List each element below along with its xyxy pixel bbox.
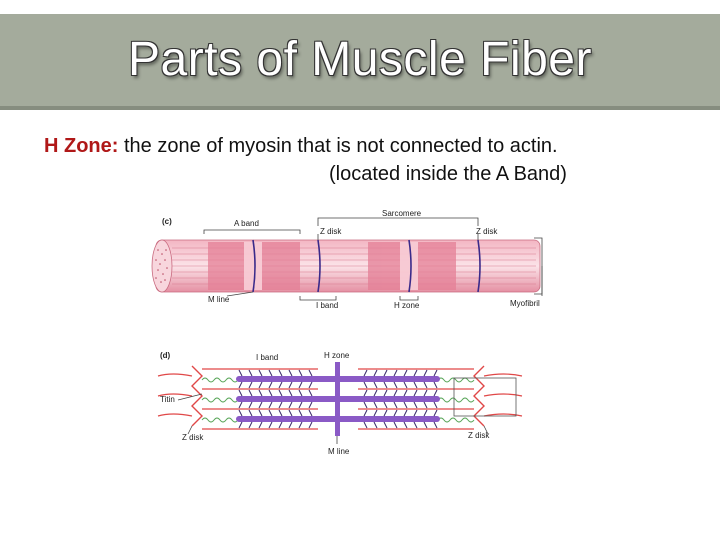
label-z-disk-right: Z disk [476,227,498,236]
m-line-2 [408,239,412,293]
figure-svg: (c) [151,209,543,456]
z-line-2 [477,239,481,293]
label-sarcomere: Sarcomere [382,209,422,218]
label-titin: Titin [160,395,175,404]
cylinder-end-cap [151,239,173,293]
label-z-disk-left: Z disk [320,227,342,236]
title-bar: Parts of Muscle Fiber [0,14,720,110]
location-note: (located inside the A Band) [329,163,567,185]
cap-dots [155,249,168,283]
panel-c-letter: (c) [162,217,172,226]
label-d-i-band: I band [256,353,278,362]
myosin-heads [238,369,438,429]
bottom-brackets [226,266,543,301]
label-a-band: A band [234,219,259,228]
label-i-band: I band [316,301,338,310]
titin-springs [201,377,475,423]
detail-box [453,377,517,417]
m-line-bar [335,362,340,436]
slide-title: Parts of Muscle Fiber [128,33,592,86]
definition-block: H Zone: the zone of myosin that is not c… [44,132,684,188]
band-lines [252,239,481,293]
label-h-zone: H zone [394,301,420,310]
muscle-fiber-figure: (c) [132,204,556,466]
panel-d: (d) I band H zone [157,351,523,456]
thin-filaments-outer [157,373,523,417]
panel-d-letter: (d) [160,351,171,360]
label-d-m-line: M line [328,447,350,456]
label-m-line: M line [208,295,230,304]
m-line-1 [252,239,256,293]
label-d-z-disk-left: Z disk [182,433,204,442]
z-line-1 [317,239,321,293]
label-d-h-zone: H zone [324,351,350,360]
label-myofibril: Myofibril [510,299,540,308]
panel-c: (c) [151,209,543,310]
label-d-z-disk-right: Z disk [468,431,490,440]
panel-d-pointers [177,393,489,435]
thin-filaments-inner [202,368,474,430]
h-zone-regions [244,242,418,290]
definition-text: the zone of myosin that is not connected… [118,135,558,157]
term-label: H Zone: [44,135,119,157]
